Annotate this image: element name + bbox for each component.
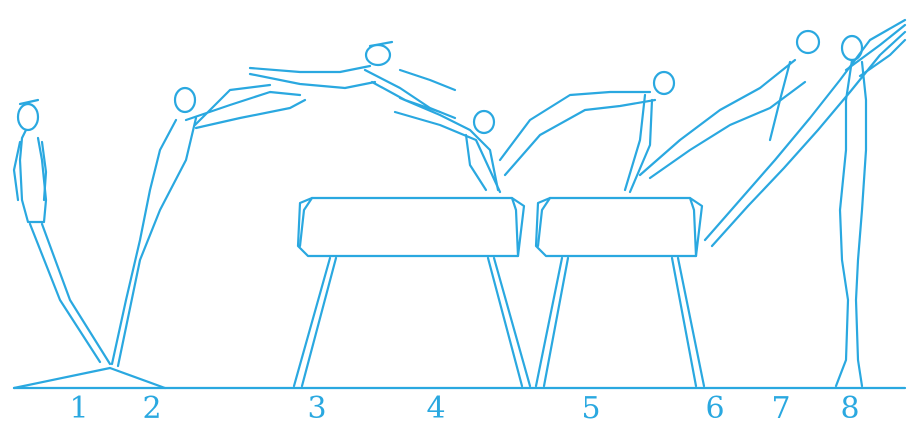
- gymnast-phase-5: [498, 70, 676, 194]
- floor: [12, 366, 907, 390]
- phase-label-6: 6: [705, 391, 725, 426]
- horse-left: [292, 196, 532, 388]
- gymnast-phase-1: [12, 98, 112, 366]
- phase-label-7: 7: [771, 391, 791, 426]
- gymnast-phase-6: [638, 29, 821, 180]
- phase-label-5: 5: [581, 391, 601, 426]
- phase-label-2: 2: [142, 391, 162, 426]
- phase-label-3: 3: [307, 391, 327, 426]
- gymnast-phase-3: [248, 40, 457, 120]
- gymnast-phase-8: [834, 23, 907, 388]
- phase-label-8: 8: [840, 391, 860, 426]
- horse-right: [534, 196, 706, 388]
- gymnast-phase-4: [393, 96, 502, 194]
- gymnast-phase-2: [110, 83, 307, 368]
- phase-label-1: 1: [69, 391, 89, 426]
- phase-label-4: 4: [426, 391, 446, 426]
- gymnast-phase-7: [703, 18, 907, 248]
